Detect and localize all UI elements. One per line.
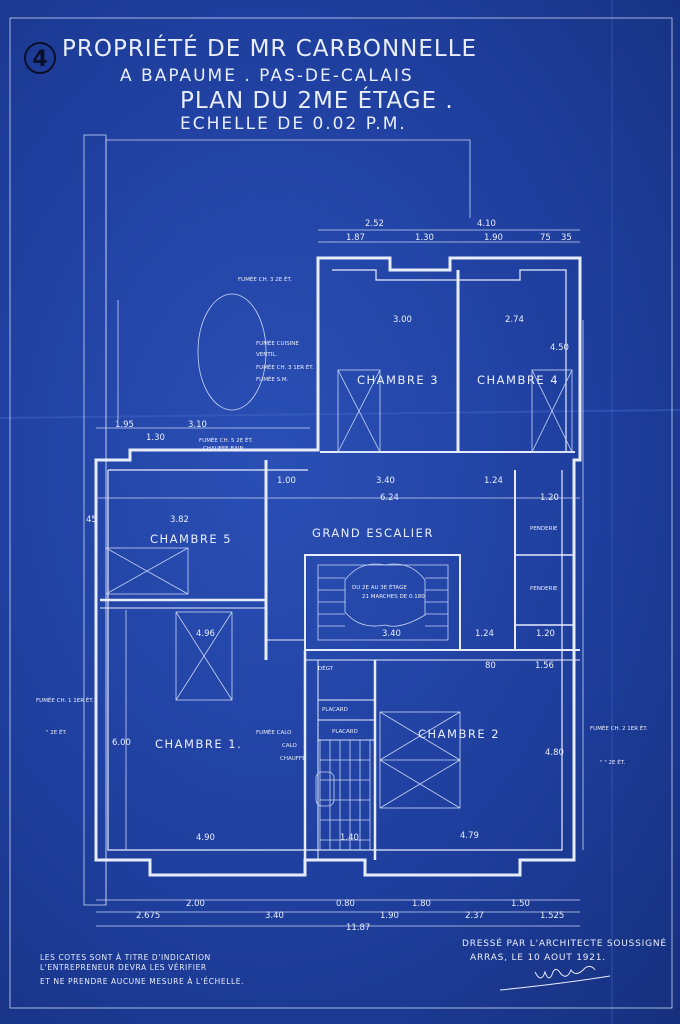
dim-1-87: 1.87 <box>346 233 365 243</box>
fixtures <box>105 369 573 851</box>
note-line-1: LES COTES SONT À TITRE D'INDICATION <box>40 953 211 962</box>
room-label-degt: DÉGT <box>318 664 334 672</box>
architect-signature <box>499 965 611 991</box>
dim-1-40: 1.40 <box>340 833 359 843</box>
room-label-chambre-3: CHAMBRE 3 <box>357 373 439 387</box>
room-label-penderie-1: PENDERIE <box>530 526 558 532</box>
dim-1-00: 1.00 <box>277 476 296 486</box>
dim-1-20-top: 1.20 <box>540 493 559 503</box>
scale-label: ECHELLE DE 0.02 P.M. <box>180 114 407 134</box>
title-line-1: PROPRIÉTÉ DE MR CARBONNELLE <box>62 34 477 62</box>
room-label-chambre-1: CHAMBRE 1. <box>155 737 242 751</box>
dim-1-30: 1.30 <box>415 233 434 243</box>
site-outline <box>83 134 471 906</box>
note-fumee-ch-3-1er: FUMÉE CH. 3 1ER ÉT. <box>256 363 314 371</box>
dim-3-40-stair: 3.40 <box>382 629 401 639</box>
dim-2-00: 2.00 <box>186 899 205 909</box>
dim-3-40-bottom: 3.40 <box>265 911 284 921</box>
dim-80: 80 <box>485 661 496 671</box>
dim-4-79: 4.79 <box>460 831 479 841</box>
dim-4-10: 4.10 <box>477 219 496 229</box>
dim-1-525: 1.525 <box>540 911 564 921</box>
note-chauffe: CHAUFFE <box>280 756 306 762</box>
note-fumee-ch5-2e: FUMÉE CH. 5 2E ÉT. <box>199 436 253 444</box>
dim-2-52: 2.52 <box>365 219 384 229</box>
dim-1-50: 1.50 <box>511 899 530 909</box>
dim-3-10: 3.10 <box>188 420 207 430</box>
dim-3-00: 3.00 <box>393 315 412 325</box>
garden-oval <box>197 293 267 411</box>
dim-1-80: 1.80 <box>412 899 431 909</box>
dim-75: 75 <box>540 233 551 243</box>
note-ventil: VENTIL. <box>256 352 277 358</box>
dim-1-30-left: 1.30 <box>146 433 165 443</box>
dim-6-24: 6.24 <box>380 493 399 503</box>
dim-2-37: 2.37 <box>465 911 484 921</box>
dim-2-74: 2.74 <box>505 315 524 325</box>
dim-1-90: 1.90 <box>484 233 503 243</box>
note-calo: CALO <box>282 743 297 749</box>
dim-6-00: 6.00 <box>112 738 131 748</box>
dim-1-95: 1.95 <box>115 420 134 430</box>
note-line-3: ET NE PRENDRE AUCUNE MESURE À L'ÉCHELLE. <box>40 977 244 986</box>
dim-2-675: 2.675 <box>136 911 160 921</box>
dim-1-90-bottom: 1.90 <box>380 911 399 921</box>
room-label-placard-1: PLACARD <box>322 707 348 713</box>
dim-0-80: 0.80 <box>336 899 355 909</box>
note-line-2: L'ENTREPRENEUR DEVRA LES VÉRIFIER <box>40 963 207 972</box>
stair-note-1: DU 2E AU 3E ÉTAGE <box>352 583 407 591</box>
note-fumee-ch2-1er: FUMÉE CH. 2 1ER ÉT. <box>590 724 648 732</box>
dim-1-56: 1.56 <box>535 661 554 671</box>
dim-4-50: 4.50 <box>550 343 569 353</box>
dim-4-90: 4.90 <box>196 833 215 843</box>
sheet-border <box>9 17 673 1009</box>
dim-45: 45 <box>86 515 97 525</box>
grand-staircase <box>304 554 461 651</box>
note-fumee-cuisine: FUMÉE CUISINE <box>256 339 299 347</box>
note-ch2-2e: " " 2E ÉT. <box>600 758 625 766</box>
note-fumee-ch1-1er: FUMÉE CH. 1 1ER ÉT. <box>36 696 94 704</box>
title-line-2: A BAPAUME . PAS-DE-CALAIS <box>120 66 414 86</box>
dim-4-80: 4.80 <box>545 748 564 758</box>
room-label-chambre-2: CHAMBRE 2 <box>418 727 500 741</box>
title-line-3: PLAN DU 2ME ÉTAGE . <box>180 86 454 114</box>
room-label-grand-escalier: GRAND ESCALIER <box>312 526 434 540</box>
room-label-penderie-2: PENDERIE <box>530 586 558 592</box>
dimension-lines <box>96 229 584 927</box>
room-label-placard-2: PLACARD <box>332 729 358 735</box>
date-line: ARRAS, LE 10 AOUT 1921. <box>470 953 606 963</box>
dim-11-87: 11.87 <box>346 923 370 933</box>
dim-1-24-top: 1.24 <box>484 476 503 486</box>
sheet-number-badge: 4 <box>24 42 56 74</box>
stair-note-2: 21 MARCHES DE 0.180 <box>362 594 425 600</box>
architect-line: DRESSÉ PAR L'ARCHITECTE SOUSSIGNÉ <box>462 937 667 949</box>
room-label-chambre-5: CHAMBRE 5 <box>150 532 232 546</box>
dim-1-20-bottom: 1.20 <box>536 629 555 639</box>
note-fumee-ch-3-2e: FUMÉE CH. 3 2E ÉT. <box>238 275 292 283</box>
exterior-walls <box>94 256 582 877</box>
dim-3-82: 3.82 <box>170 515 189 525</box>
room-label-chambre-4: CHAMBRE 4 <box>477 373 559 387</box>
note-chauffe-bain: CHAUFFE BAIN <box>203 446 244 452</box>
dim-35-top: 35 <box>561 233 572 243</box>
dim-1-24-stair: 1.24 <box>475 629 494 639</box>
bathtub <box>315 771 335 807</box>
note-fumee-calo: FUMÉE CALO <box>256 728 292 736</box>
sheet-number: 4 <box>32 47 47 72</box>
dim-4-96: 4.96 <box>196 629 215 639</box>
dimension-labels: 2.52 4.10 1.87 1.30 1.90 75 35 3.00 2.74… <box>86 219 572 933</box>
note-ch1-2e: " 2E ÉT. <box>46 728 67 736</box>
note-fumee-sm: FUMÉE S.M. <box>256 375 289 383</box>
dim-3-40-top: 3.40 <box>376 476 395 486</box>
